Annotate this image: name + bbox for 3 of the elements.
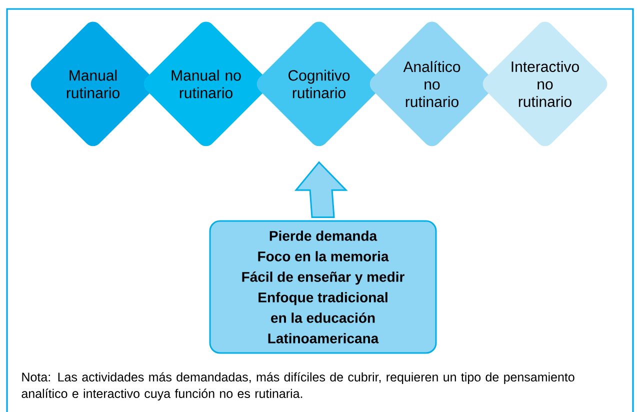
text-box: Pierde demanda Foco en la memoria Fácil de enseñar y medir Enfoque tradicional en la educación Latinoamericana xyxy=(209,220,437,354)
note-text: Nota: Las actividades más demandadas, más difíciles de cubrir, requieren un tipo de pensamiento analítico e interactivo cuya función no es rutinaria. xyxy=(22,372,574,400)
block-arrow xyxy=(294,161,348,218)
